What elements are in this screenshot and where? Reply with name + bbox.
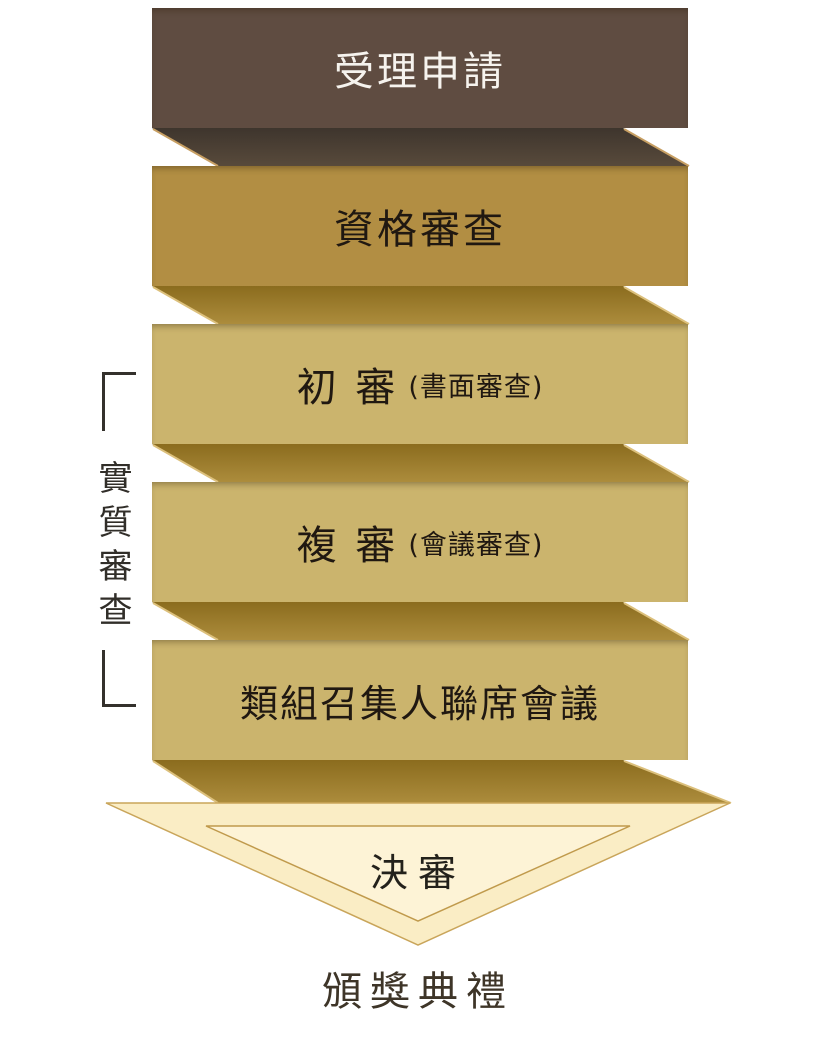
final-review-triangle-inner <box>206 826 630 921</box>
step-second-review: 複 審 (會議審查) <box>152 482 688 602</box>
award-ceremony-label: 頒獎典禮 <box>322 969 514 1015</box>
step-conveners-joint-meeting-label: 類組召集人聯席會議 <box>239 681 600 726</box>
ribbon-fold-1 <box>152 128 688 166</box>
step-accept-application-label: 受理申請 <box>334 49 506 95</box>
step-initial-review: 初 審 (書面審查) <box>152 324 688 444</box>
step-qualification-review-label: 資格審查 <box>334 207 506 253</box>
step-second-review-sublabel: (會議審查) <box>408 529 544 561</box>
ribbon-fold-5-right-edge <box>623 760 732 804</box>
substantive-review-annotation: 實質審查 <box>92 460 132 636</box>
ribbon-fold-5-left-edge <box>152 760 219 804</box>
step-accept-application: 受理申請 <box>152 8 688 128</box>
ribbon-fold-3-right-edge <box>623 444 690 483</box>
ribbon-fold-5 <box>152 760 730 803</box>
step-conveners-joint-meeting: 類組召集人聯席會議 <box>152 640 688 760</box>
ribbon-fold-1-right-edge <box>623 128 690 167</box>
final-review-triangle-inner-outline <box>205 825 631 922</box>
substantive-review-bracket-bottom <box>102 650 136 707</box>
step-qualification-review: 資格審查 <box>152 166 688 286</box>
ribbon-fold-4 <box>152 602 688 640</box>
step-initial-review-label: 初 審 <box>296 365 399 411</box>
ribbon-fold-3 <box>152 444 688 482</box>
ribbon-fold-4-left-edge <box>152 602 219 641</box>
step-initial-review-sublabel: (書面審查) <box>408 371 544 403</box>
ribbon-fold-1-left-edge <box>152 128 219 167</box>
ribbon-fold-3-left-edge <box>152 444 219 483</box>
ribbon-fold-2 <box>152 286 688 324</box>
step-second-review-label: 複 審 <box>296 523 399 569</box>
final-review-triangle-outer-outline <box>105 802 731 946</box>
ribbon-fold-4-right-edge <box>623 602 690 641</box>
final-review-label: 決審 <box>369 851 466 895</box>
substantive-review-bracket-top <box>102 372 136 431</box>
ribbon-fold-2-left-edge <box>152 286 219 325</box>
ribbon-fold-2-right-edge <box>623 286 690 325</box>
